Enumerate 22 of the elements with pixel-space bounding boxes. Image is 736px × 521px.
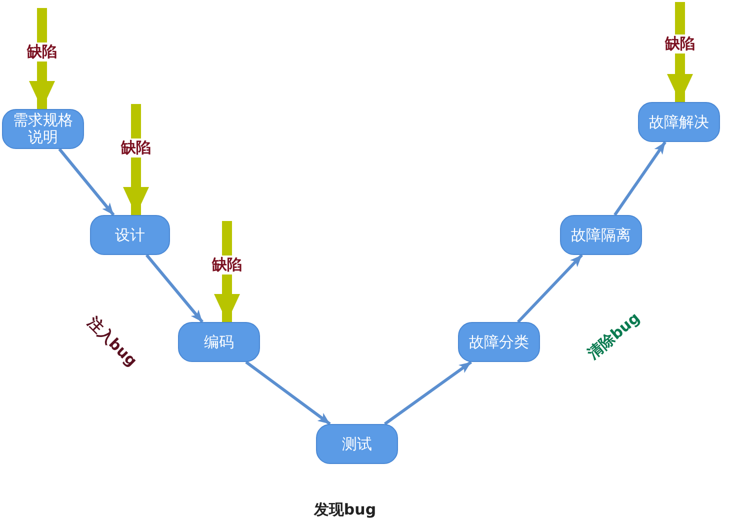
arrow xyxy=(214,221,240,322)
arrow xyxy=(516,254,584,324)
edge-label: 缺陷 xyxy=(664,34,696,54)
process-box: 编码 xyxy=(178,322,260,362)
process-box: 测试 xyxy=(316,424,398,464)
arrow xyxy=(245,360,331,426)
process-box: 故障隔离 xyxy=(560,215,642,255)
arrow xyxy=(614,141,666,216)
phase-label: 发现bug xyxy=(314,500,376,520)
process-box: 设计 xyxy=(90,215,170,255)
arrow xyxy=(58,148,115,216)
process-box: 需求规格说明 xyxy=(2,109,84,149)
arrow xyxy=(145,254,204,323)
arrow xyxy=(384,360,472,426)
phase-label: 清除bug xyxy=(584,308,644,364)
arrow xyxy=(29,8,55,109)
process-box: 故障解决 xyxy=(638,102,720,142)
arrow xyxy=(667,2,693,102)
process-box: 故障分类 xyxy=(458,322,540,362)
edge-label: 缺陷 xyxy=(120,138,152,158)
edge-label: 缺陷 xyxy=(26,42,58,62)
edge-label: 缺陷 xyxy=(211,256,243,274)
